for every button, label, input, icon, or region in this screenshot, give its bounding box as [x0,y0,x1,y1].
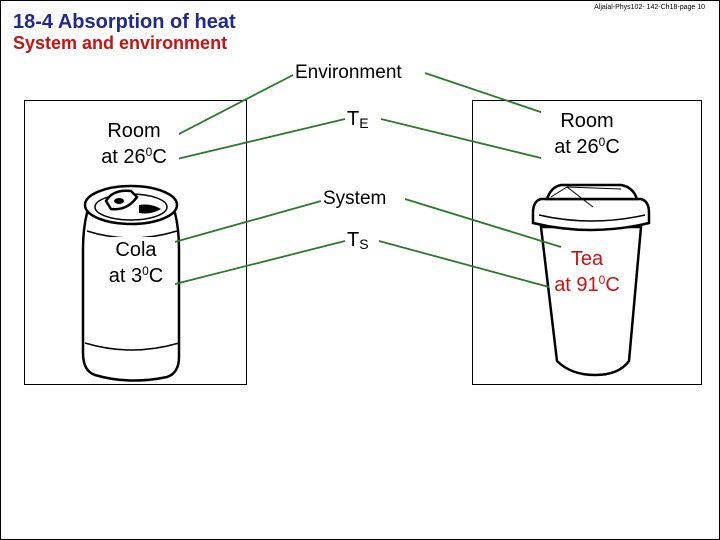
t-system-subscript: S [359,236,369,252]
connector-lines [170,72,598,288]
t-system-main: T [347,229,360,251]
t-environment-subscript: E [359,115,369,131]
connector-system-to-tea [404,198,562,248]
system-label: System [322,188,388,210]
connector-te-to-room-left [176,118,346,160]
connector-ts-to-tea [378,240,550,288]
connector-te-to-room-right [380,118,546,160]
connector-system-to-cola [170,200,322,244]
room-left-line1: Room [107,120,161,142]
tea-cup-icon [531,183,651,377]
room-right-label: Room at 260C [541,108,633,160]
tea-line1: Tea [570,248,604,270]
t-environment-label: TE [347,106,369,136]
tea-line2: at 910C [554,273,620,296]
room-left-line2: at 260C [101,145,167,168]
tea-label: Tea at 910C [541,246,633,298]
t-system-label: TS [347,227,369,257]
connector-ts-to-cola [170,240,346,286]
slide-subtitle: System and environment [13,33,228,53]
slide-reference: Aljalal-Phys102- 142-Ch18-page 10 [594,4,705,11]
environment-label: Environment [294,62,403,84]
cola-label: Cola at 30C [97,237,175,289]
room-right-line1: Room [560,110,614,132]
room-left-label: Room at 260C [89,118,179,170]
slide-title: 18-4 Absorption of heat [13,11,236,33]
t-environment-main: T [347,108,360,130]
cola-line1: Cola [115,239,157,261]
connector-environment-to-room-left [176,74,294,136]
cola-line2: at 30C [108,264,164,287]
room-right-line2: at 260C [554,135,620,158]
